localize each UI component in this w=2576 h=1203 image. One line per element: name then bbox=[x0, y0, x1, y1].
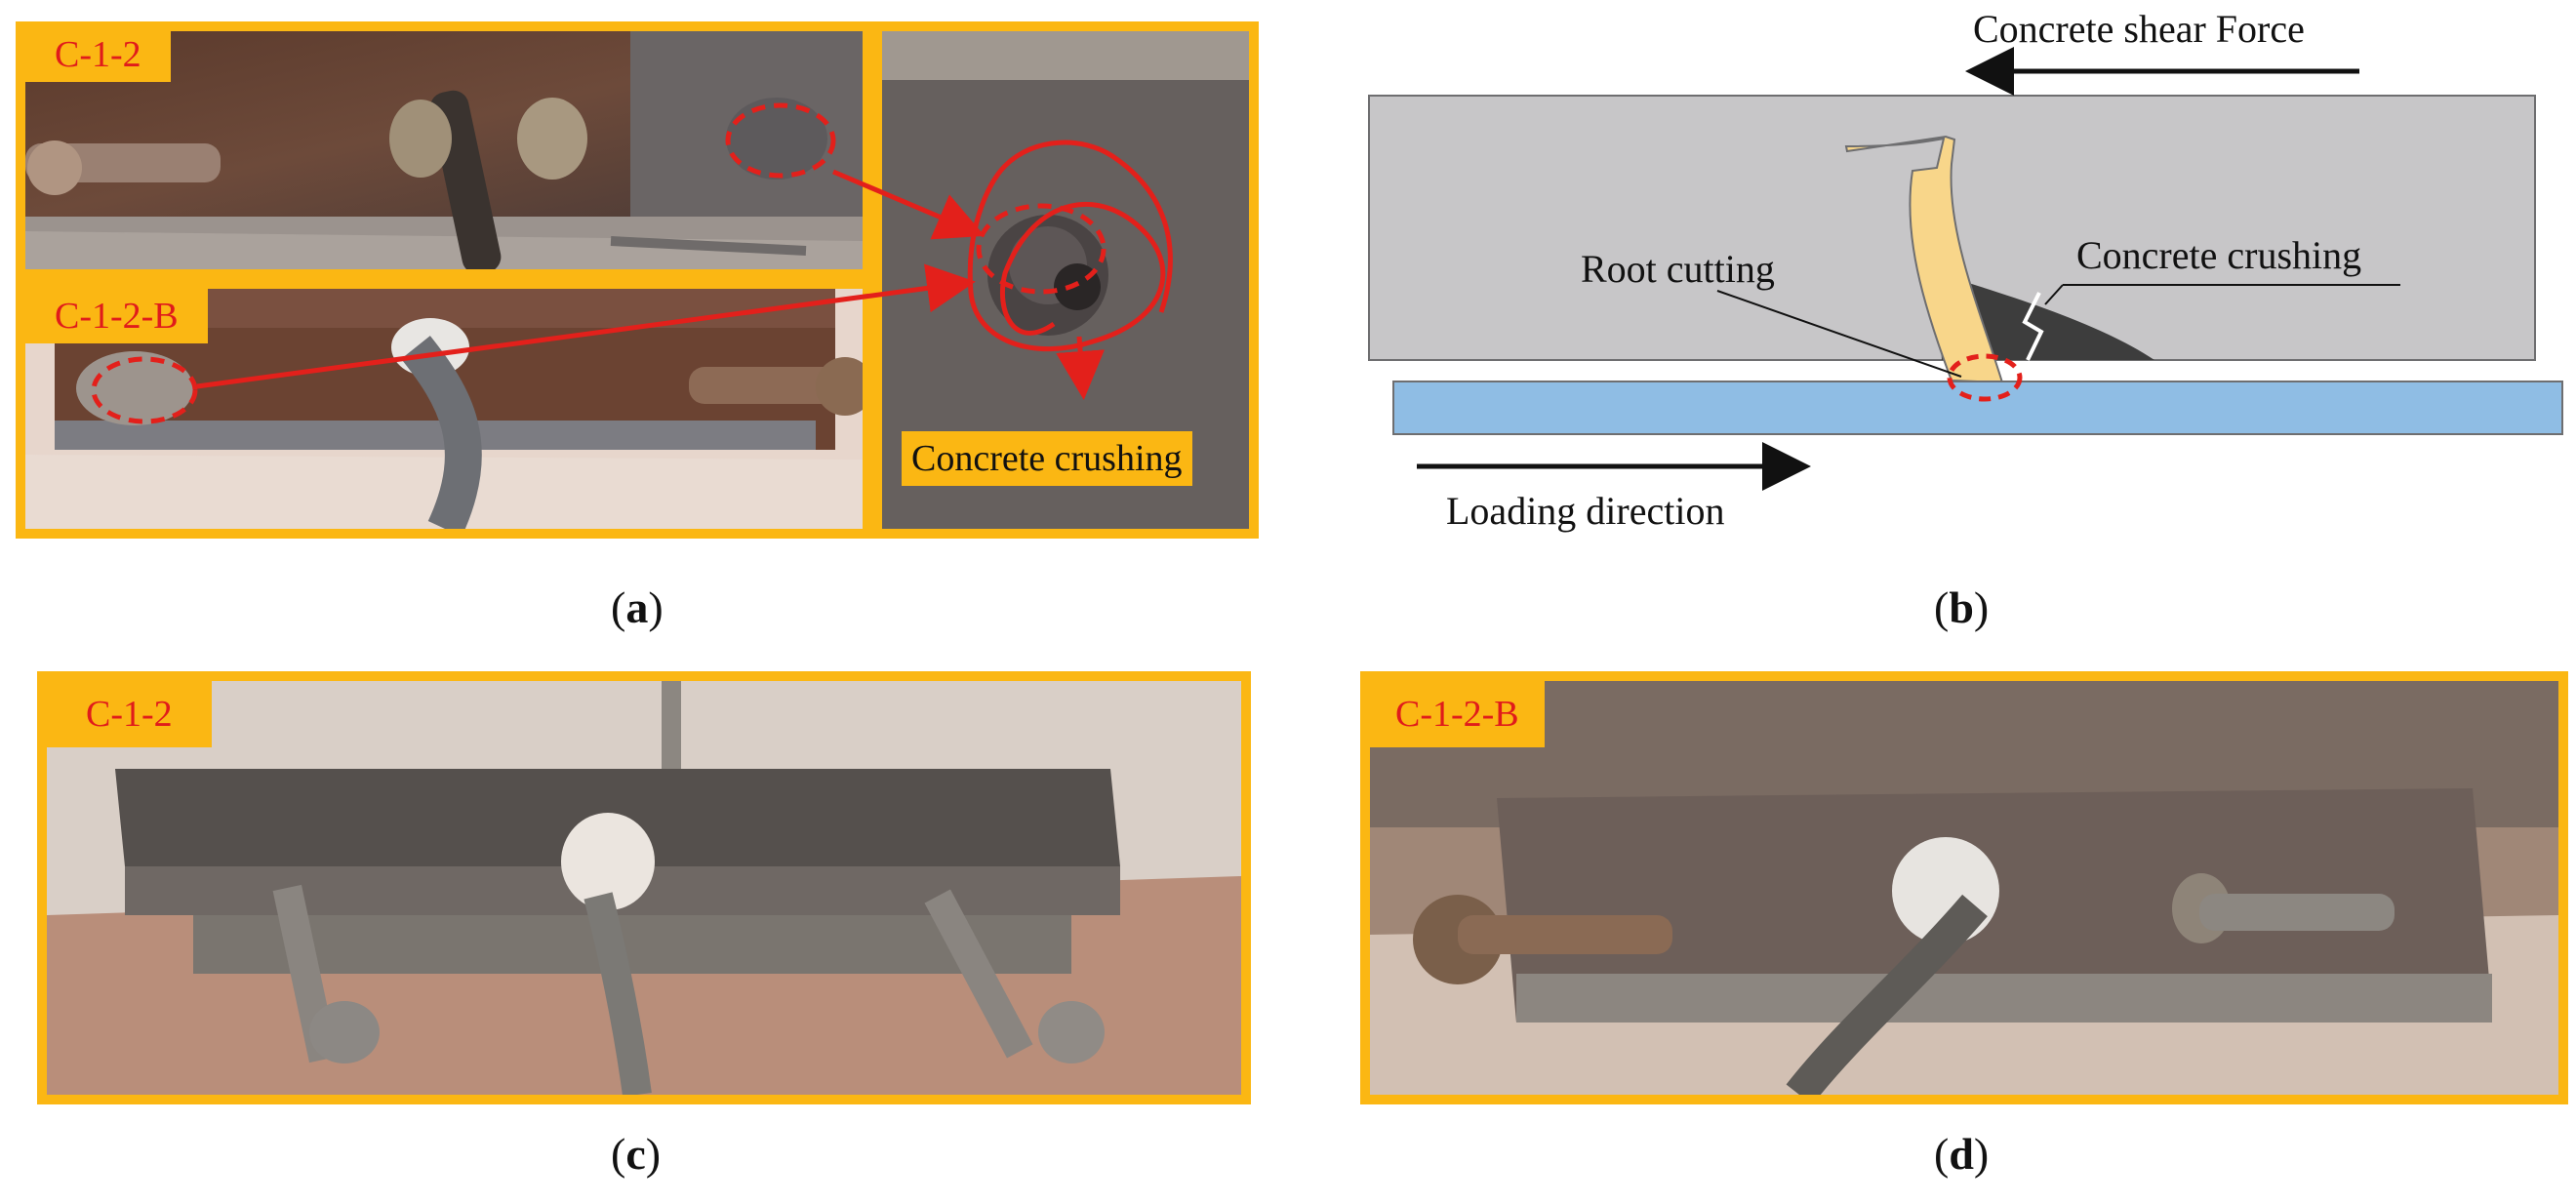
caption-a: (a) bbox=[611, 582, 664, 632]
tag-a-bottom: C-1-2-B bbox=[25, 289, 208, 343]
caption-b: (b) bbox=[1934, 582, 1990, 632]
panel-d-frame bbox=[1360, 671, 2568, 1104]
photo-c-drawing bbox=[47, 681, 1241, 1095]
tag-d: C-1-2-B bbox=[1370, 681, 1545, 747]
photo-d-drawing bbox=[1370, 681, 2558, 1095]
tag-a-top: C-1-2 bbox=[25, 27, 171, 82]
caption-a-letter: a bbox=[625, 582, 649, 632]
panel-c-frame bbox=[37, 671, 1251, 1104]
caption-d: (d) bbox=[1934, 1129, 1990, 1179]
caption-c: (c) bbox=[611, 1129, 662, 1179]
caption-c-letter: c bbox=[625, 1129, 646, 1179]
caption-d-letter: d bbox=[1949, 1129, 1974, 1179]
root-cutting-leader bbox=[1716, 290, 1962, 378]
label-concrete-crushing: Concrete crushing bbox=[2076, 233, 2362, 277]
label-shear-force: Concrete shear Force bbox=[1973, 7, 2305, 51]
crushing-leader-d bbox=[2044, 284, 2064, 305]
stud-shape bbox=[1844, 135, 2004, 384]
root-cut-marker bbox=[1947, 353, 2023, 402]
crush-zone bbox=[1937, 273, 2154, 360]
label-root-cutting: Root cutting bbox=[1581, 247, 1775, 291]
tag-c: C-1-2 bbox=[47, 681, 212, 747]
caption-b-letter: b bbox=[1949, 582, 1974, 632]
steel-plate bbox=[1392, 381, 2563, 435]
callout-a: Concrete crushing bbox=[902, 431, 1192, 486]
label-loading-direction: Loading direction bbox=[1446, 489, 1725, 533]
